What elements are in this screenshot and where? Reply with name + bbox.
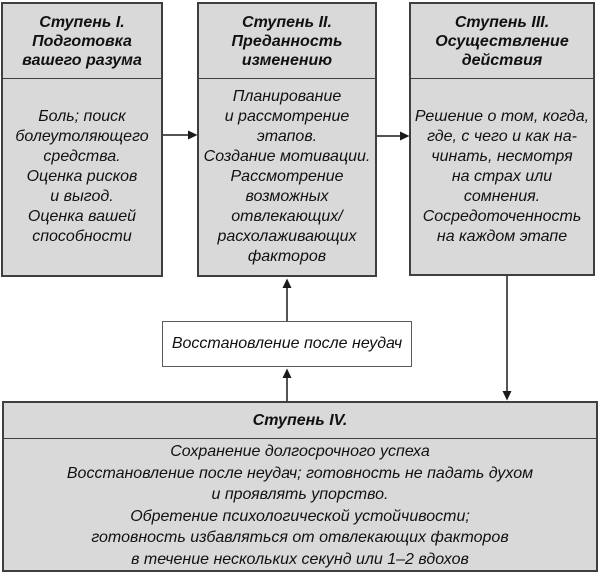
stage4-box: Ступень IV. Сохранение долгосрочного усп… <box>2 401 598 572</box>
stage4-body: Сохранение долгосрочного успеха Восстано… <box>66 443 534 568</box>
stage4-title: Ступень IV. <box>4 403 596 439</box>
stage3-body: Решение о том, когда, где, с чего и как … <box>414 107 590 245</box>
stage3-box: Ступень III. Осуществление действия Реше… <box>409 2 595 276</box>
stage1-body: Боль; поиск болеутоляющего средства. Оце… <box>15 108 149 245</box>
arrow-recovery-to-stage2-icon <box>282 278 292 321</box>
recovery-box: Восстановление после неудач <box>162 321 412 367</box>
arrow-stage3-to-stage4-icon <box>502 276 512 401</box>
arrow-stage1-to-stage2-icon <box>163 130 198 140</box>
stage2-body: Планирование и рассмотрение этапов. Созд… <box>203 88 371 265</box>
stage1-title: Ступень I. Подготовка вашего разума <box>3 4 161 79</box>
arrow-stage2-to-stage3-icon <box>377 131 410 141</box>
arrow-stage4-to-recovery-icon <box>282 368 292 401</box>
stage2-box: Ступень II. Преданность изменению Планир… <box>197 2 377 277</box>
stage2-title: Ступень II. Преданность изменению <box>199 4 375 79</box>
stage1-box: Ступень I. Подготовка вашего разума Боль… <box>1 2 163 277</box>
stage3-title: Ступень III. Осуществление действия <box>411 4 593 79</box>
recovery-label: Восстановление после неудач <box>171 335 403 352</box>
